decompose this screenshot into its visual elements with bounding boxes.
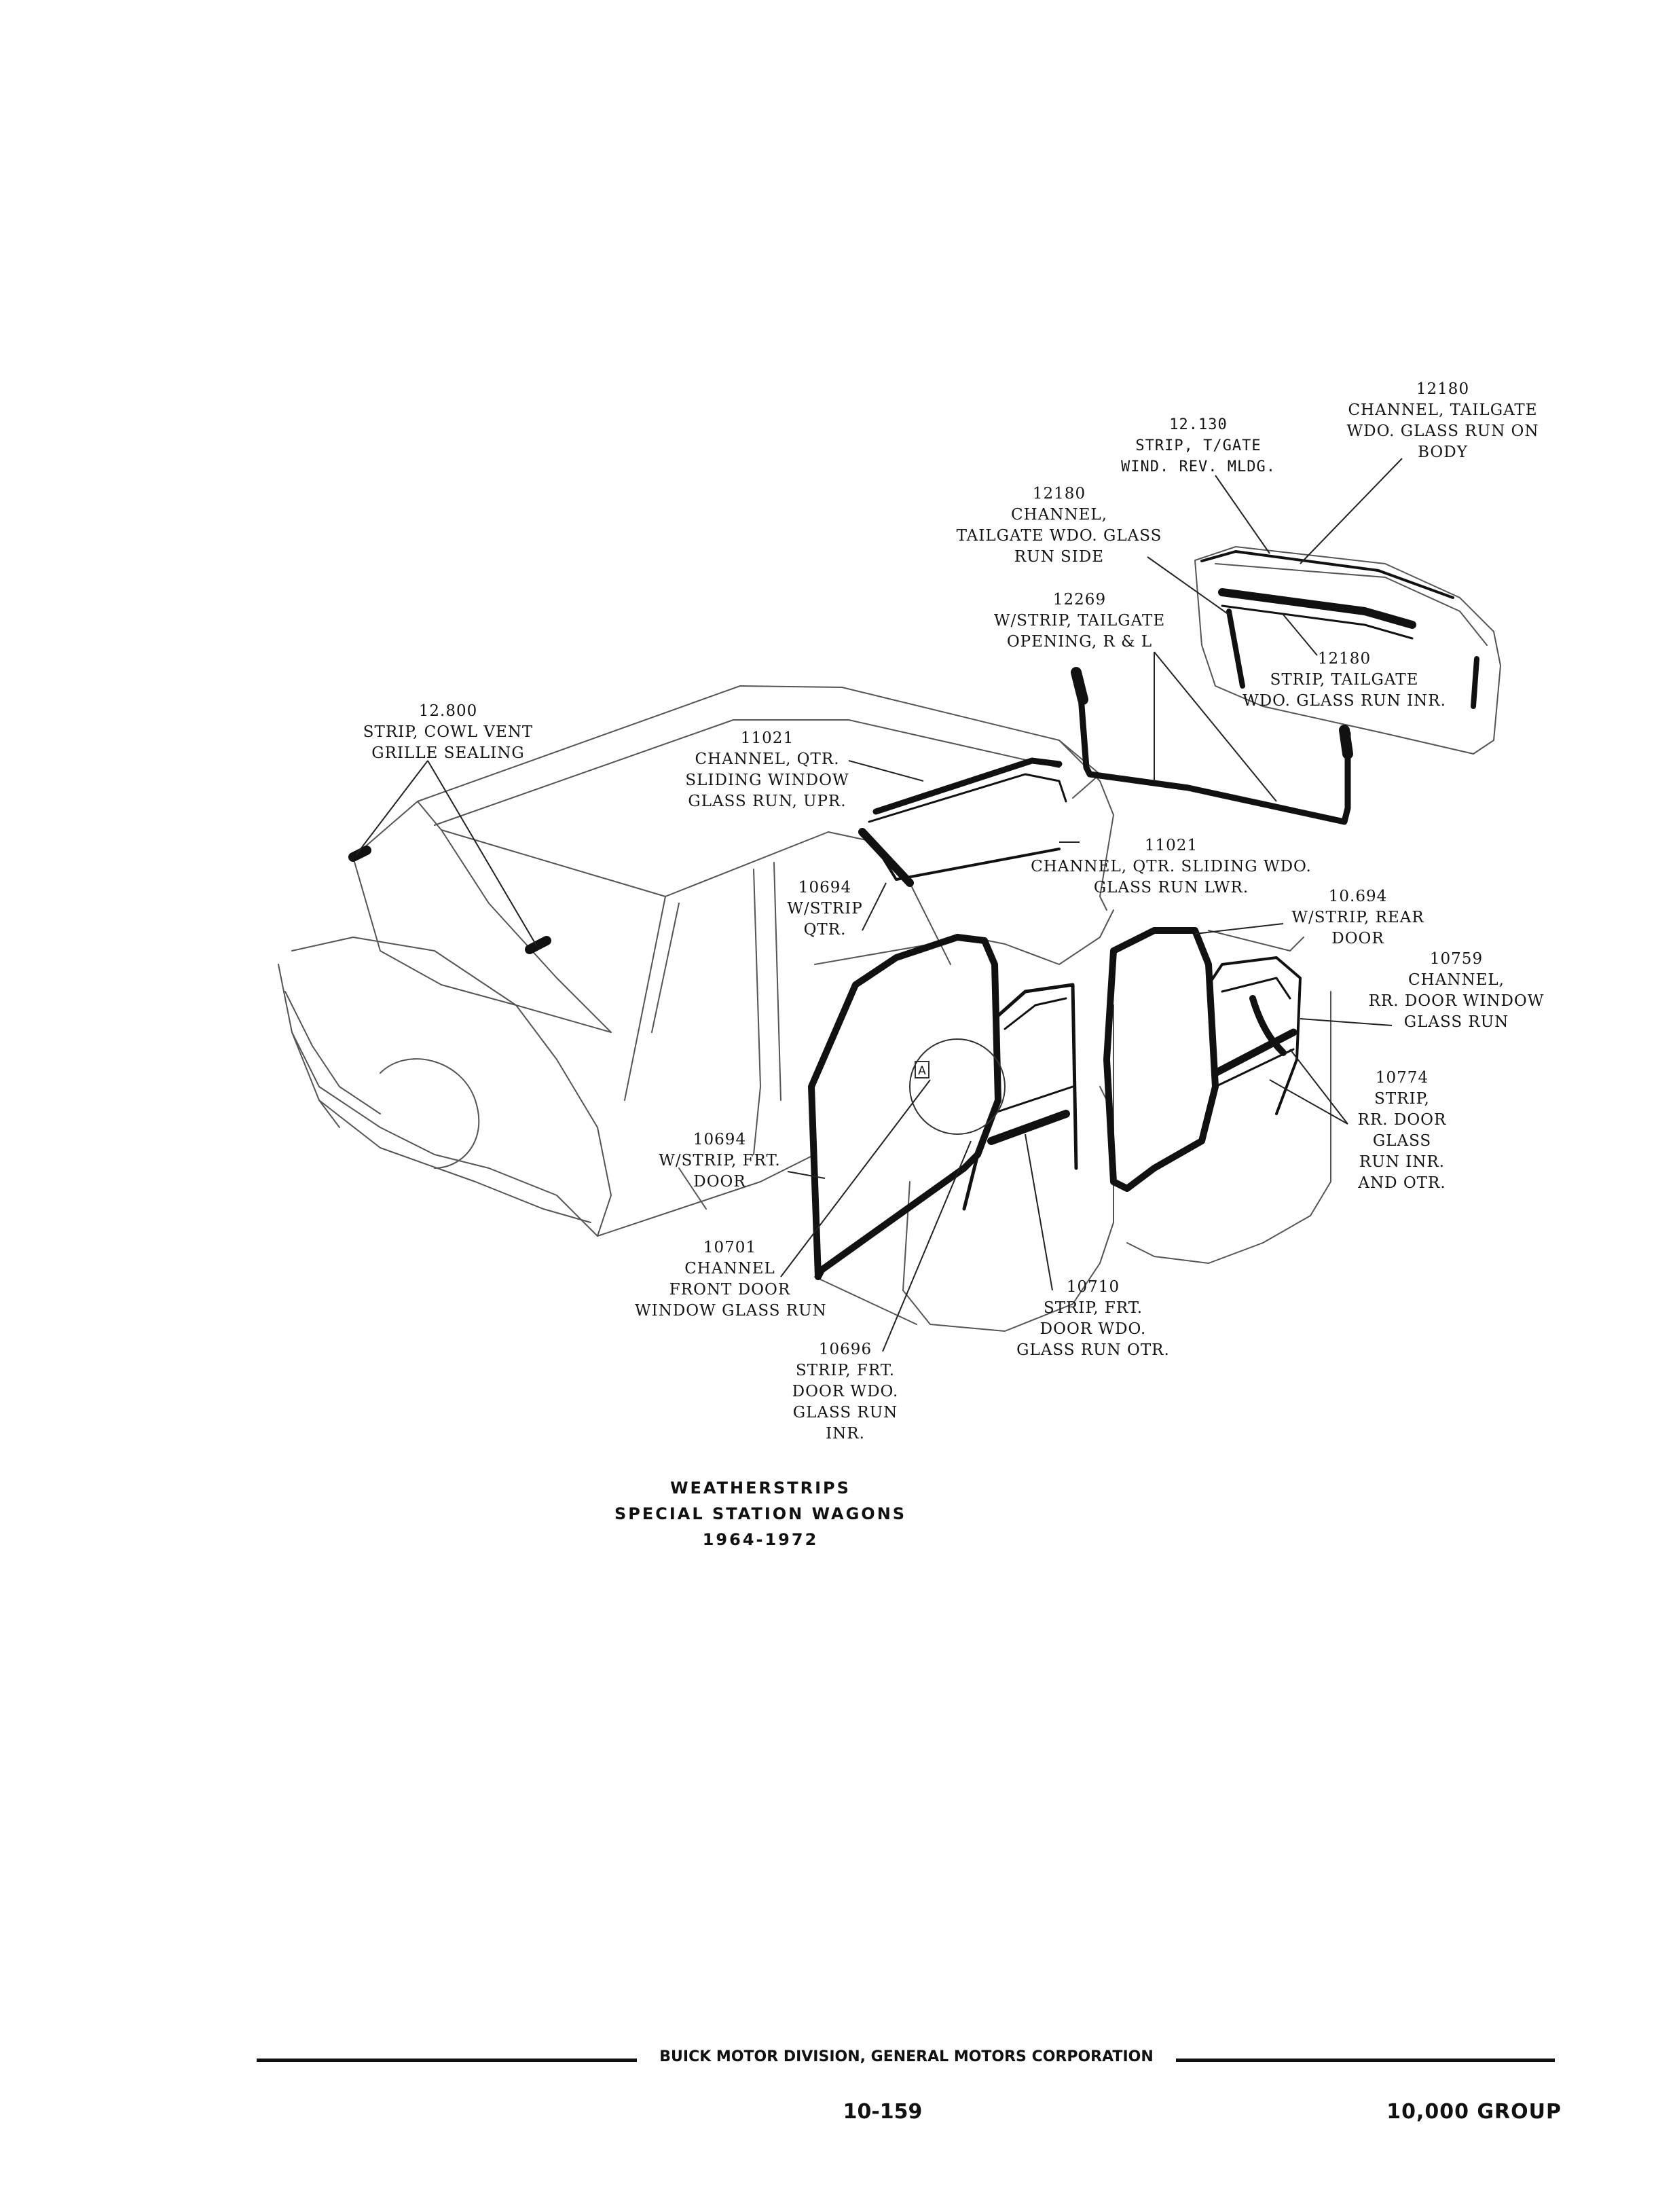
page-number: 10-159 <box>843 2100 923 2124</box>
caption-subtitle: SPECIAL STATION WAGONS <box>614 1504 907 1523</box>
diagram-caption: WEATHERSTRIPS SPECIAL STATION WAGONS 196… <box>611 1475 910 1553</box>
front-door-weatherstrip <box>808 934 1001 1280</box>
rear-door-glass-run-channel <box>1207 956 1302 1115</box>
tailgate-glass-run-body <box>1200 550 1454 599</box>
front-door-glass-run-inner-strip <box>962 1153 980 1211</box>
caption-years: 1964-1972 <box>702 1530 819 1549</box>
cowl-vent-strip-right <box>525 936 551 954</box>
front-door-glass-run-channel <box>993 983 1078 1170</box>
qtr-sliding-window-channel-upper <box>872 757 1063 815</box>
footer-rule-left <box>257 2059 637 2062</box>
tailgate-glass-run-inner-strip <box>1218 588 1416 629</box>
weatherstrip-parts <box>348 550 1479 1280</box>
leader-lines <box>356 458 1403 1352</box>
detail-circle <box>909 1038 1006 1135</box>
rear-door-glass-run-strip <box>1211 1028 1297 1077</box>
caption-title: WEATHERSTRIPS <box>670 1479 851 1498</box>
qtr-weatherstrip <box>858 828 914 887</box>
tailgate-glass-run-side-left <box>1226 609 1245 689</box>
tailgate-glass-run-side-right <box>1471 656 1479 709</box>
rear-door-weatherstrip <box>1103 927 1219 1192</box>
tailgate-opening-weatherstrip <box>1076 676 1351 825</box>
station-wagon-body-outline <box>278 546 1501 1332</box>
detail-marker-a: A <box>918 1064 926 1078</box>
cowl-vent-strip-left <box>348 846 371 862</box>
footer-corporation: BUICK MOTOR DIVISION, GENERAL MOTORS COR… <box>659 2048 1154 2065</box>
front-door-glass-run-outer-strip <box>987 1110 1070 1145</box>
group-label: 10,000 GROUP <box>1386 2100 1562 2124</box>
footer-rule-right <box>1176 2059 1555 2062</box>
